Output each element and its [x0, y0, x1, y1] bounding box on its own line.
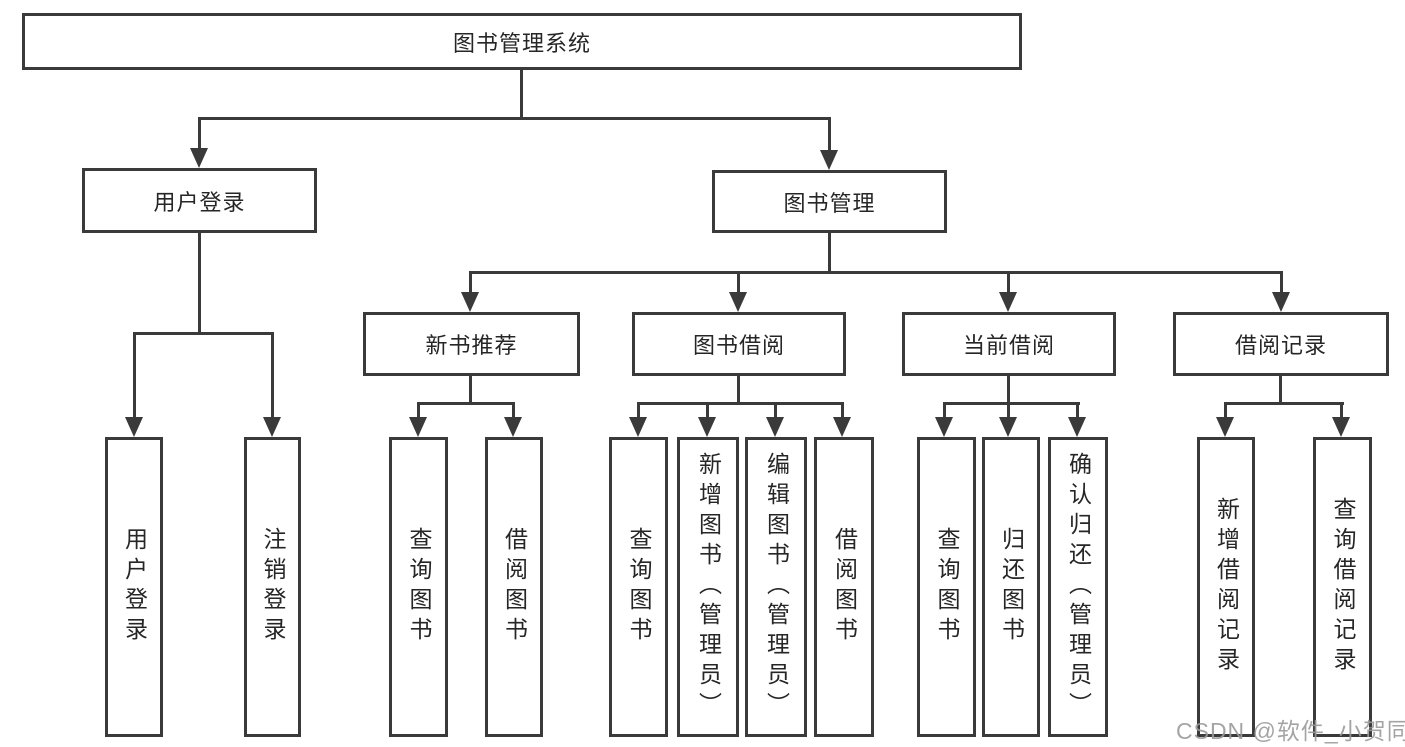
connector-drop-leaf [1340, 402, 1343, 418]
connector-drop-level3 [1280, 271, 1283, 294]
connector-drop-leaf [637, 402, 640, 418]
connector-rail [417, 402, 515, 405]
node-current-borrow: 当前借阅 [902, 312, 1116, 376]
node-label: 借阅图书 [831, 527, 858, 647]
connector-drop-level3 [1007, 271, 1010, 294]
arrow-down-icon [820, 150, 838, 170]
connector-drop-leaf [1224, 402, 1227, 418]
connector-drop-user-login [198, 117, 201, 150]
node-label: 查询图书 [934, 527, 960, 647]
leaf-return-book: 归还图书 [982, 437, 1040, 737]
node-book-borrow: 图书借阅 [632, 312, 846, 376]
connector-stem [1007, 376, 1010, 405]
leaf-user-login: 用户登录 [105, 437, 163, 737]
connector-drop-leaf [133, 332, 136, 418]
watermark-text: CSDN @软件_小贺同学 [1176, 718, 1405, 744]
connector-drop-book-management [828, 117, 831, 150]
connector-rail [1224, 402, 1344, 405]
connector-userlogin-stem [198, 233, 201, 335]
arrow-down-icon [461, 292, 479, 312]
leaf-query-borrow-record: 查询借阅记录 [1313, 437, 1372, 737]
arrow-down-icon [1332, 417, 1350, 437]
connector-drop-leaf [841, 402, 844, 418]
arrow-down-icon [1068, 417, 1086, 437]
node-root: 图书管理系统 [22, 13, 1022, 70]
arrow-down-icon [263, 417, 281, 437]
connector-drop-leaf [417, 402, 420, 418]
node-label: 图书管理系统 [452, 30, 591, 56]
connector-drop-leaf [271, 332, 274, 418]
leaf-query-books-2: 查询图书 [609, 437, 668, 737]
node-label: 用户登录 [153, 189, 246, 215]
connector-drop-level3 [737, 271, 740, 294]
node-book-management: 图书管理 [712, 170, 947, 233]
node-label: 编辑图书（管理员） [763, 452, 790, 722]
node-label: 确认归还（管理员） [1065, 452, 1092, 722]
connector-level3-rail [469, 271, 1283, 274]
connector-drop-leaf [1007, 402, 1010, 418]
node-label: 图书借阅 [692, 333, 785, 358]
connector-rail [637, 402, 844, 405]
connector-drop-leaf [512, 402, 515, 418]
arrow-down-icon [729, 292, 747, 312]
node-new-book-recommend: 新书推荐 [363, 312, 580, 376]
node-label: 新增借阅记录 [1213, 497, 1240, 677]
node-label: 归还图书 [998, 527, 1025, 647]
leaf-logout: 注销登录 [244, 437, 301, 737]
node-label: 新书推荐 [425, 333, 518, 358]
arrow-down-icon [1272, 292, 1290, 312]
arrow-down-icon [833, 417, 851, 437]
node-label: 借阅图书 [501, 527, 528, 647]
arrow-down-icon [125, 417, 143, 437]
node-label: 用户登录 [121, 527, 148, 647]
arrow-down-icon [1216, 417, 1234, 437]
connector-stem [1279, 376, 1282, 405]
arrow-down-icon [935, 417, 953, 437]
node-label: 借阅记录 [1234, 333, 1327, 358]
connector-stem [469, 376, 472, 405]
connector-drop-leaf [1076, 402, 1079, 418]
arrow-down-icon [190, 148, 208, 168]
connector-root-drop [520, 70, 523, 120]
arrow-down-icon [999, 292, 1017, 312]
arrow-down-icon [766, 417, 784, 437]
leaf-query-books-3: 查询图书 [917, 437, 976, 737]
arrow-down-icon [504, 417, 522, 437]
leaf-edit-book-admin: 编辑图书（管理员） [745, 437, 807, 737]
arrow-down-icon [999, 417, 1017, 437]
node-label: 注销登录 [260, 527, 286, 647]
leaf-query-books-1: 查询图书 [389, 437, 448, 737]
connector-level2-rail [198, 117, 831, 120]
arrow-down-icon [629, 417, 647, 437]
leaf-add-book-admin: 新增图书（管理员） [677, 437, 739, 737]
arrow-down-icon [698, 417, 716, 437]
node-label: 查询图书 [626, 527, 652, 647]
connector-drop-level3 [469, 271, 472, 294]
connector-drop-leaf [774, 402, 777, 418]
connector-drop-leaf [943, 402, 946, 418]
node-label: 当前借阅 [962, 333, 1055, 358]
leaf-borrow-books-1: 借阅图书 [485, 437, 543, 737]
node-label: 图书管理 [783, 190, 876, 216]
node-label: 查询图书 [406, 527, 432, 647]
connector-stem [737, 376, 740, 405]
connector-rail [943, 402, 1080, 405]
leaf-add-borrow-record: 新增借阅记录 [1197, 437, 1255, 737]
arrow-down-icon [409, 417, 427, 437]
node-user-login-branch: 用户登录 [82, 168, 317, 233]
node-label: 查询借阅记录 [1330, 497, 1356, 677]
node-label: 新增图书（管理员） [695, 452, 722, 722]
connector-drop-leaf [706, 402, 709, 418]
connector-userlogin-rail [133, 332, 274, 335]
node-borrow-records: 借阅记录 [1173, 312, 1389, 376]
leaf-confirm-return-admin: 确认归还（管理员） [1048, 437, 1108, 737]
connector-bookmgmt-stem [828, 233, 831, 274]
leaf-borrow-books-2: 借阅图书 [814, 437, 874, 737]
